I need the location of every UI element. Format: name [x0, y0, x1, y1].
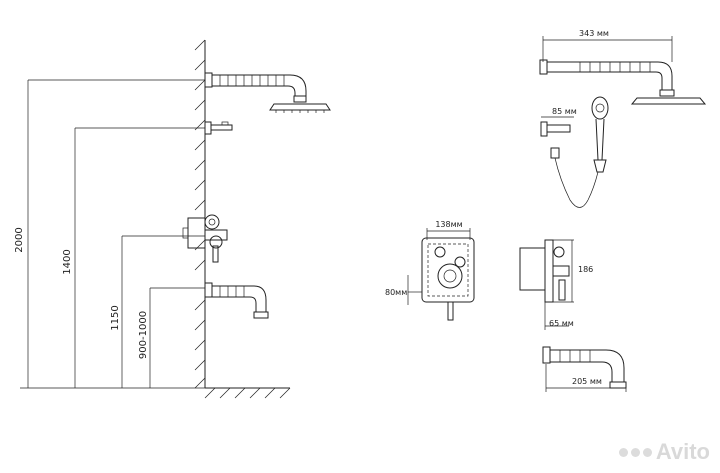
overhead-shower-arm	[204, 72, 307, 96]
component-dimensions-view: 343 мм 85 мм	[385, 29, 707, 392]
shower-arm-top	[539, 59, 707, 105]
concealed-valve-box	[421, 237, 475, 321]
holder-offset-label: 85 мм	[552, 107, 577, 116]
spout-length-label: 205 мм	[572, 377, 602, 386]
valve-depth-label: 65 мм	[549, 319, 574, 328]
wall-installation-view: 2000 1400 1150 900-1000	[14, 39, 331, 399]
avito-watermark: Avito	[618, 439, 710, 465]
height-valve-label: 1150	[110, 305, 121, 330]
arm-length-label: 343 мм	[579, 29, 609, 38]
bath-spout	[204, 282, 269, 319]
watermark-text: Avito	[655, 439, 710, 464]
height-shower-head-label: 2000	[14, 227, 25, 252]
mixer-valve	[182, 214, 228, 263]
valve-inset-dimension	[407, 275, 422, 305]
hand-shower-set	[540, 96, 609, 208]
shower-arm-dimension	[542, 36, 673, 62]
avito-logo-icon	[618, 447, 652, 457]
rain-shower-head	[269, 95, 331, 113]
valve-width-label: 138мм	[435, 220, 462, 229]
height-spout-label: 900-1000	[138, 311, 149, 359]
valve-inset-label: 80мм	[385, 288, 407, 297]
valve-side-view	[519, 239, 574, 330]
height-holder-label: 1400	[62, 249, 73, 274]
valve-height-label: 186	[578, 265, 593, 274]
wall	[194, 39, 291, 399]
spout-side-view	[542, 346, 627, 392]
hand-shower-holder	[204, 121, 233, 135]
height-dimension-lines	[20, 79, 205, 389]
